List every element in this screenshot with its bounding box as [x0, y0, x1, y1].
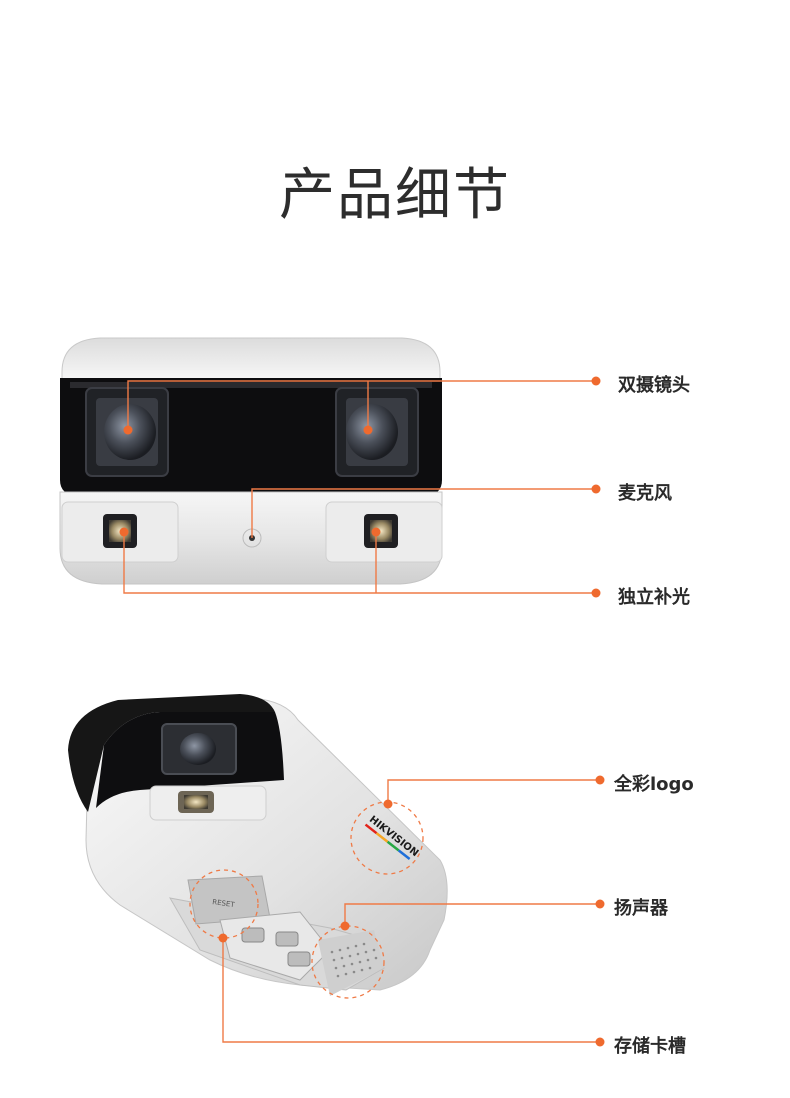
callouts-front [119, 376, 601, 598]
page-title: 产品细节 [279, 163, 511, 228]
callout-dual-lens: 双摄镜头 [618, 375, 690, 396]
reset-marking: RESET [212, 898, 236, 909]
callout-speaker: 扬声器 [614, 898, 668, 919]
camera-front-view [59, 337, 443, 585]
callout-microphone: 麦克风 [618, 483, 672, 504]
callout-storage-slot: 存储卡槽 [614, 1036, 686, 1057]
callouts-angled [189, 775, 605, 1047]
lens-right [335, 387, 419, 477]
callout-color-logo: 全彩logo [614, 774, 694, 795]
camera-angled-view: RESET HIKVISION [68, 694, 448, 996]
callout-independent-light: 独立补光 [618, 587, 690, 608]
